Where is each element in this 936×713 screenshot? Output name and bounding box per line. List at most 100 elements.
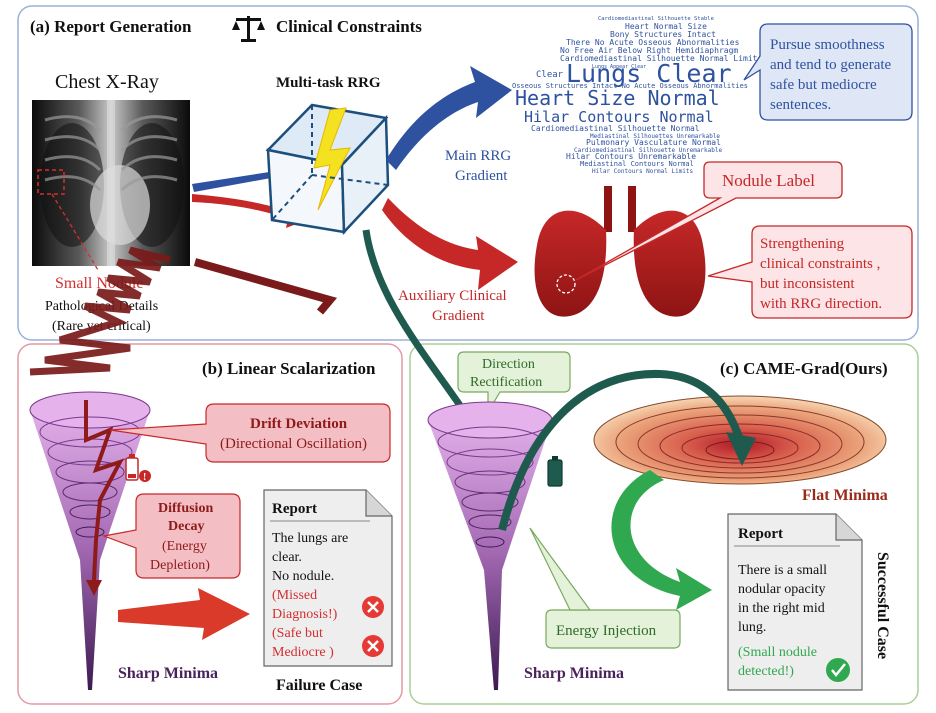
- failure-report-line-3: No nodule.: [272, 569, 334, 584]
- xray-to-cube-blue-arrow: [192, 160, 305, 192]
- aux-gradient-label-2: Gradient: [432, 308, 485, 324]
- wc-small: Bony Structures Intact: [610, 30, 716, 39]
- smoothness-line-1: Pursue smoothness: [770, 37, 885, 53]
- success-report-line-2: nodular opacity: [738, 582, 825, 597]
- success-report-green-1: (Small nodule: [738, 645, 817, 660]
- success-report-line-3: in the right mid: [738, 601, 825, 616]
- diffusion-line-1: Diffusion: [158, 501, 213, 516]
- check-icon: [826, 658, 850, 682]
- nodule-pointer: [51, 193, 99, 271]
- multi-task-rrg-label: Multi-task RRG: [276, 75, 381, 91]
- constraints-callout: [707, 225, 913, 319]
- energy-callout: [545, 609, 681, 649]
- constraints-line-3: but inconsistent: [760, 276, 855, 292]
- wc-big: Lungs Clear: [566, 59, 732, 88]
- success-report-line-4: lung.: [738, 620, 766, 635]
- diffusion-line-2: Decay: [168, 519, 205, 534]
- rectification-arc-arrow: [498, 369, 744, 531]
- failure-report-line-2: clear.: [272, 550, 302, 565]
- battery-low-icon: !: [125, 454, 151, 483]
- battery-full-icon: [547, 456, 563, 487]
- zigzag-drift-arrow: [29, 246, 171, 376]
- scale-icon: [232, 16, 265, 42]
- energy-callout-pointer: [529, 527, 592, 611]
- panel-c-title: (c) CAME-Grad(Ours): [720, 359, 888, 378]
- panel-c-border: [409, 343, 919, 705]
- drift-subtitle: (Directional Oscillation): [220, 436, 367, 452]
- cross-icon: [362, 596, 384, 618]
- rectification-arc-head: [726, 432, 756, 466]
- failure-case-label: Failure Case: [276, 677, 362, 694]
- flat-minima-label: Flat Minima: [802, 487, 888, 504]
- report-word-cloud: Cardiomediastinal Silhouette Stable Hear…: [512, 16, 762, 175]
- oscillation-arrow: [84, 400, 125, 581]
- failure-report-red-4: Mediocre ): [272, 645, 334, 660]
- successful-case-label: Successful Case: [874, 552, 891, 659]
- wc-small: Mediastinal Silhouettes Unremarkable: [590, 133, 720, 140]
- failure-report-card: [263, 489, 393, 667]
- wc-small: No Free Air Below Right Hemidiaphragm: [560, 46, 738, 55]
- success-report-green-2: detected!): [738, 664, 794, 679]
- wc-small: Cardiomediastinal Silhouette Normal Limi…: [560, 54, 762, 63]
- failure-report-red-1: (Missed: [272, 588, 317, 603]
- xray-label: Chest X-Ray: [55, 71, 159, 93]
- success-green-arrow: [611, 470, 712, 610]
- wc-small: Hilar Contours Normal Limits: [592, 168, 694, 175]
- wc-small: Pulmonary Vasculature Normal: [586, 138, 721, 147]
- multi-task-cube: [265, 103, 390, 236]
- constraints-line-1: Strengthening: [760, 236, 845, 252]
- nodule-label-text: Nodule Label: [722, 171, 815, 190]
- wc-small: Osseous Structures Intact No Acute Osseo…: [512, 82, 748, 90]
- wc-small: Clear: [536, 70, 564, 80]
- smoothness-line-4: sentences.: [770, 97, 831, 113]
- diffusion-line-4: Depletion): [150, 558, 210, 573]
- failure-report-red-3: (Safe but: [272, 626, 323, 641]
- diffusion-line-3: (Energy: [162, 539, 207, 554]
- wc-small: Cardiomediastinal Silhouette Stable: [598, 16, 714, 22]
- panel-b-title: (b) Linear Scalarization: [202, 359, 376, 378]
- xray-to-cube-red-arrow: [192, 194, 312, 228]
- aux-gradient-label-1: Auxiliary Clinical: [398, 288, 507, 304]
- sharp-minima-label-c: Sharp Minima: [524, 665, 624, 682]
- nodule-label-callout: [575, 161, 843, 281]
- diffusion-callout: [101, 493, 241, 579]
- constraints-line-2: clinical constraints ,: [760, 256, 880, 272]
- smoothness-line-3: safe but mediocre: [770, 77, 877, 93]
- panel-b-border: [17, 343, 403, 705]
- svg-text:!: !: [143, 472, 146, 483]
- failure-report-title: Report: [272, 501, 317, 517]
- success-report-title: Report: [738, 526, 783, 542]
- oscillation-arrow-head: [86, 580, 102, 596]
- success-report-card: [727, 513, 863, 691]
- smoothness-line-2: and tend to generate: [770, 57, 892, 73]
- panel-a-border: [17, 5, 919, 341]
- zigzag-tail: [193, 258, 338, 315]
- drift-title: Drift Deviation: [250, 416, 348, 432]
- failure-report-line-1: The lungs are: [272, 531, 348, 546]
- success-report-line-1: There is a small: [738, 563, 827, 578]
- energy-injection-label: Energy Injection: [556, 623, 657, 639]
- constraints-line-4: with RRG direction.: [760, 296, 882, 312]
- auxiliary-gradient-arrow: [382, 198, 518, 290]
- cross-icon: [362, 635, 384, 657]
- failure-report-red-2: Diagnosis!): [272, 607, 338, 622]
- wc-small: There No Acute Osseous Abnormalities: [566, 38, 740, 47]
- main-rrg-label-2: Gradient: [455, 168, 508, 184]
- wc-small: Lungs Appear Clear: [592, 64, 646, 70]
- wc-small: Cardiomediastinal Silhouette Normal: [531, 124, 700, 133]
- sharp-minima-label-b: Sharp Minima: [118, 665, 218, 682]
- direction-line-1: Direction: [482, 357, 535, 372]
- chest-xray-image: [32, 100, 190, 266]
- panel-a-title: (a) Report Generation: [30, 17, 192, 36]
- wc-small: Hilar Contours Unremarkable: [566, 152, 696, 161]
- main-rrg-label-1: Main RRG: [445, 148, 511, 164]
- smoothness-callout: [743, 23, 913, 121]
- constraints-title: Clinical Constraints: [276, 17, 422, 36]
- drift-callout: [109, 403, 391, 463]
- lungs-image: [534, 186, 706, 317]
- direction-line-2: Rectification: [470, 375, 542, 390]
- wc-small: Mediastinal Contours Normal: [580, 160, 694, 168]
- failure-red-arrow: [118, 588, 250, 640]
- wc-small: Heart Normal Size: [625, 22, 707, 31]
